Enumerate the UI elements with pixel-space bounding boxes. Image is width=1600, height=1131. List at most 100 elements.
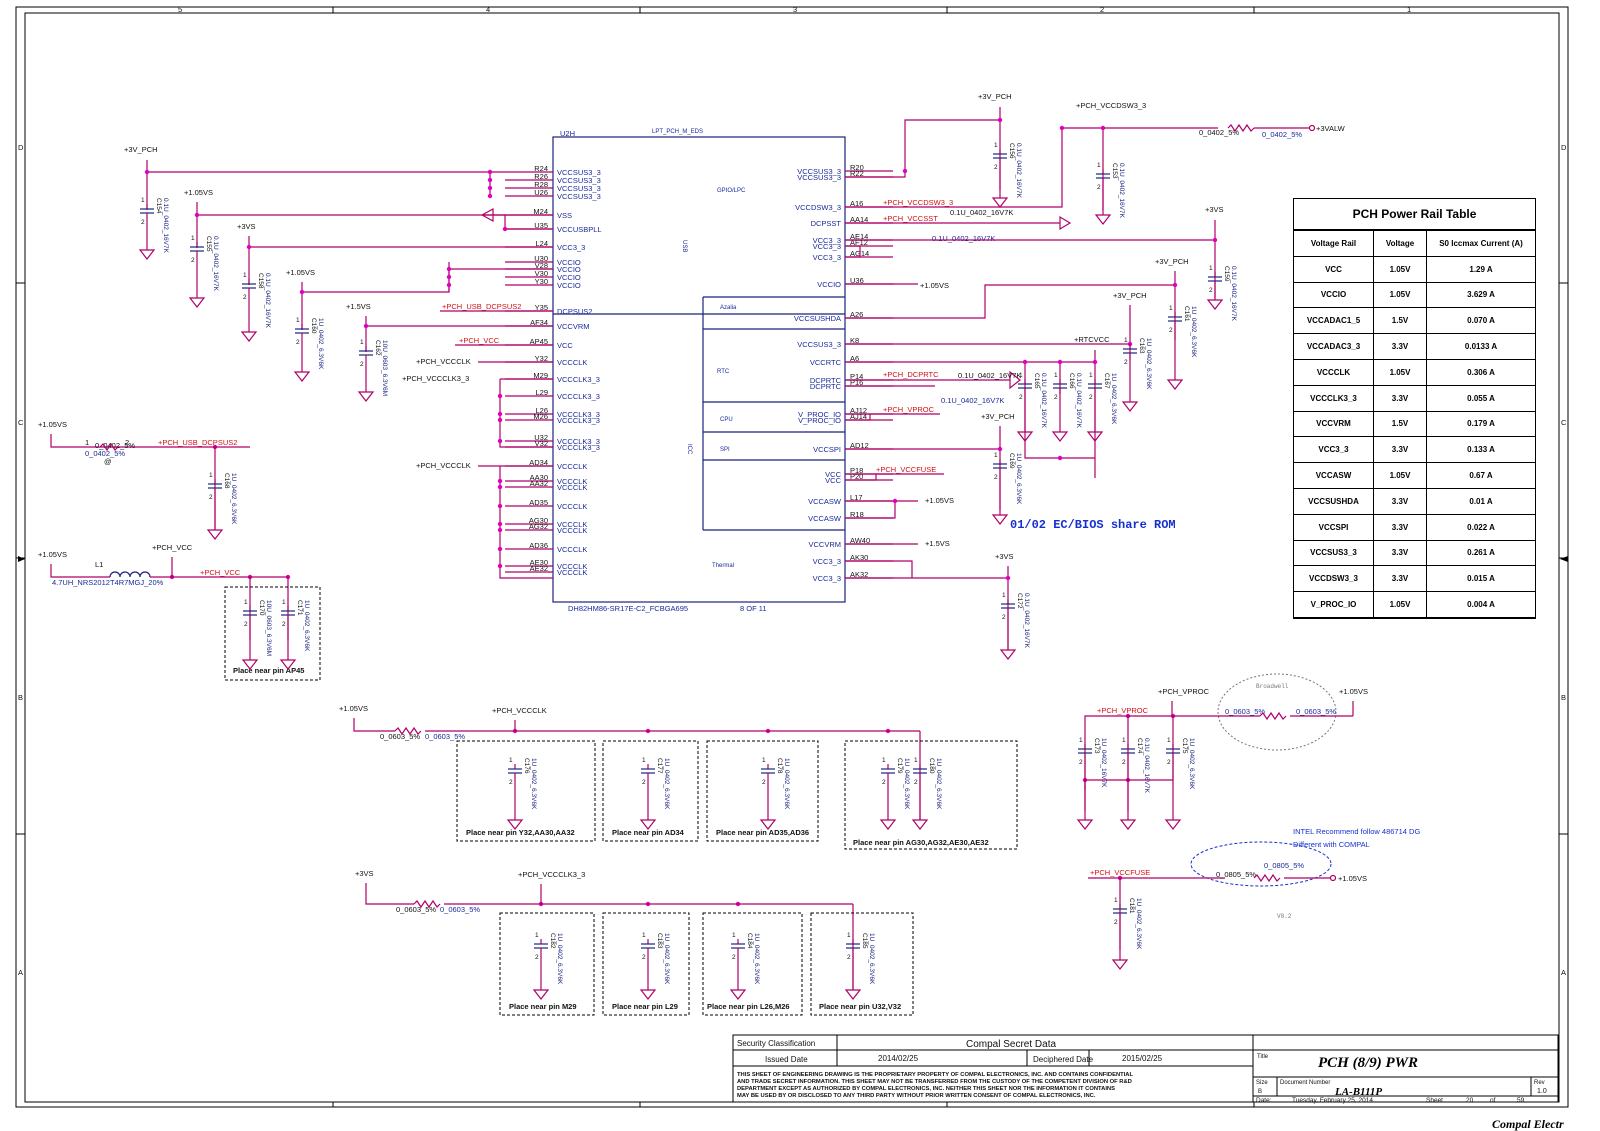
junction-dot [892, 498, 898, 504]
pin-number: 2 [1122, 759, 1126, 766]
ground-icon [1121, 401, 1139, 412]
capacitor-value: 10U_0603_6.3V6M [265, 600, 272, 656]
pin-number: 2 [244, 621, 248, 628]
pin-number: 2 [994, 164, 998, 171]
capacitor-value: 1U_0402_16V7K [1100, 738, 1107, 788]
ref-label: 0_0603_5% [1225, 707, 1265, 716]
capacitor-ref: C178 [776, 758, 783, 774]
capacitor-value: 1U_0402_6.3V6K [530, 758, 537, 810]
ground-icon [357, 391, 375, 402]
pin-number: 2 [1054, 394, 1058, 401]
table-cell: 3.3V [1373, 384, 1428, 412]
section-label: Thermal [712, 563, 734, 569]
net-label: +PCH_VCCCLK [492, 706, 547, 715]
capacitor-ref: C168 [223, 473, 230, 489]
pin-number: L26 [535, 406, 548, 415]
pin-number: U30 [534, 254, 548, 263]
section-label: RTC [717, 369, 730, 375]
table-cell: 0.133 A [1426, 436, 1535, 464]
capacitor-ref: C156 [1008, 143, 1015, 159]
disclaimer-line: DEPARTMENT EXCEPT AS AUTHORIZED BY COMPA… [737, 1086, 1115, 1092]
pin-number: 1 [244, 599, 248, 606]
net-label: +PCH_VCCCLK [416, 461, 471, 470]
pin-name: VCCCLK3_3 [557, 443, 600, 452]
pin-name: VCC [825, 470, 841, 479]
table-cell: V_PROC_IO [1294, 591, 1375, 618]
pin-number: 1 [1079, 737, 1083, 744]
capacitor-value: 0.1U_0402_16V7K [1040, 373, 1047, 429]
date-label: Date: [1256, 1097, 1272, 1104]
junction-dot [446, 266, 452, 272]
junction-dot [1057, 455, 1063, 461]
placement-note: Place near pin L29 [612, 1002, 678, 1011]
broadwell-note: Broadwell [1256, 683, 1289, 690]
zone-label: B [1561, 693, 1566, 702]
capacitor-value: 1U_0402_6.3V6K [783, 758, 790, 810]
ground-icon [729, 989, 747, 1000]
pin-number: 1 [296, 317, 300, 324]
section-label: Azalia [720, 305, 737, 311]
table-cell: VCCASW [1294, 462, 1375, 489]
table-cell: VCCDSW3_3 [1294, 565, 1375, 593]
capacitor-value: 1U_0402_6.3V6K [230, 473, 237, 525]
pin-name: VCCASW [808, 514, 842, 523]
capacitor-value: 1U_0402_6.3V6K [1135, 898, 1142, 950]
part-label: 0_0603_5% [425, 732, 465, 741]
pin-number: 2 [1124, 359, 1128, 366]
ground-icon [844, 989, 862, 1000]
ground-icon [1206, 299, 1224, 310]
placement-note: Place near pin M29 [509, 1002, 577, 1011]
pin-name: VCCSUSHDA [794, 314, 841, 323]
table-cell: 1.05V [1373, 358, 1428, 386]
marker: @ [104, 457, 112, 466]
issued-label: Issued Date [765, 1055, 808, 1064]
intel-note: INTEL Recommend follow 486714 DG [1293, 827, 1420, 836]
deciphered-label: Deciphered Date [1033, 1055, 1094, 1064]
pin-number: Y30 [535, 277, 548, 286]
net-label: +PCH_VCC [152, 543, 193, 552]
ground-icon [639, 819, 657, 830]
net-label: +PCH_VCC [459, 336, 500, 345]
capacitor-ref: C162 [374, 340, 381, 356]
capacitor-ref: C155 [205, 236, 212, 252]
table-cell: VCCVRM [1294, 410, 1375, 438]
ref-label: 0_0603_5% [380, 732, 420, 741]
table-cell: 1.29 A [1426, 255, 1535, 283]
junction-dot [497, 478, 503, 484]
junction-dot [497, 411, 503, 417]
net-label: +1.05VS [925, 496, 954, 505]
ground-icon [1086, 431, 1104, 442]
ground-icon [1051, 431, 1069, 442]
pin-name: VCCCLK [557, 562, 587, 571]
ground-icon [1166, 379, 1184, 390]
placement-note: Place near pin U32,V32 [819, 1002, 901, 1011]
capacitor-ref: C176 [523, 758, 530, 774]
pin-number: 2 [141, 219, 145, 226]
pin-name: VSS [557, 211, 572, 220]
junction-dot [487, 185, 493, 191]
pin-name: DCPRTC [810, 376, 842, 385]
net-label: +3V_PCH [1113, 291, 1147, 300]
capacitor-ref: C173 [1093, 738, 1100, 754]
capacitor-value: 0.1U_0402_16V7K [1015, 143, 1022, 199]
pin-number: U35 [534, 221, 548, 230]
ground-icon [991, 514, 1009, 525]
pin-number: M26 [533, 412, 548, 421]
capacitor-value: 1U_0402_6.3V6K [1188, 738, 1195, 790]
junction-dot [1100, 125, 1106, 131]
company-name: Compal Electr [1492, 1117, 1564, 1131]
ref-label: L1 [95, 560, 103, 569]
table-cell: 0.015 A [1426, 565, 1535, 593]
zone-label: C [18, 418, 24, 427]
table-cell: 1.05V [1373, 255, 1428, 283]
pin-name: VCCIO [557, 258, 581, 267]
pin-number: 1 [1019, 372, 1023, 379]
pin-name: VCCVRM [808, 540, 841, 549]
net-label: +3VALW [1316, 124, 1346, 133]
pin-number: AK32 [850, 570, 868, 579]
pin-number: Y35 [535, 303, 548, 312]
table-cell: VCC3_3 [1294, 436, 1375, 464]
